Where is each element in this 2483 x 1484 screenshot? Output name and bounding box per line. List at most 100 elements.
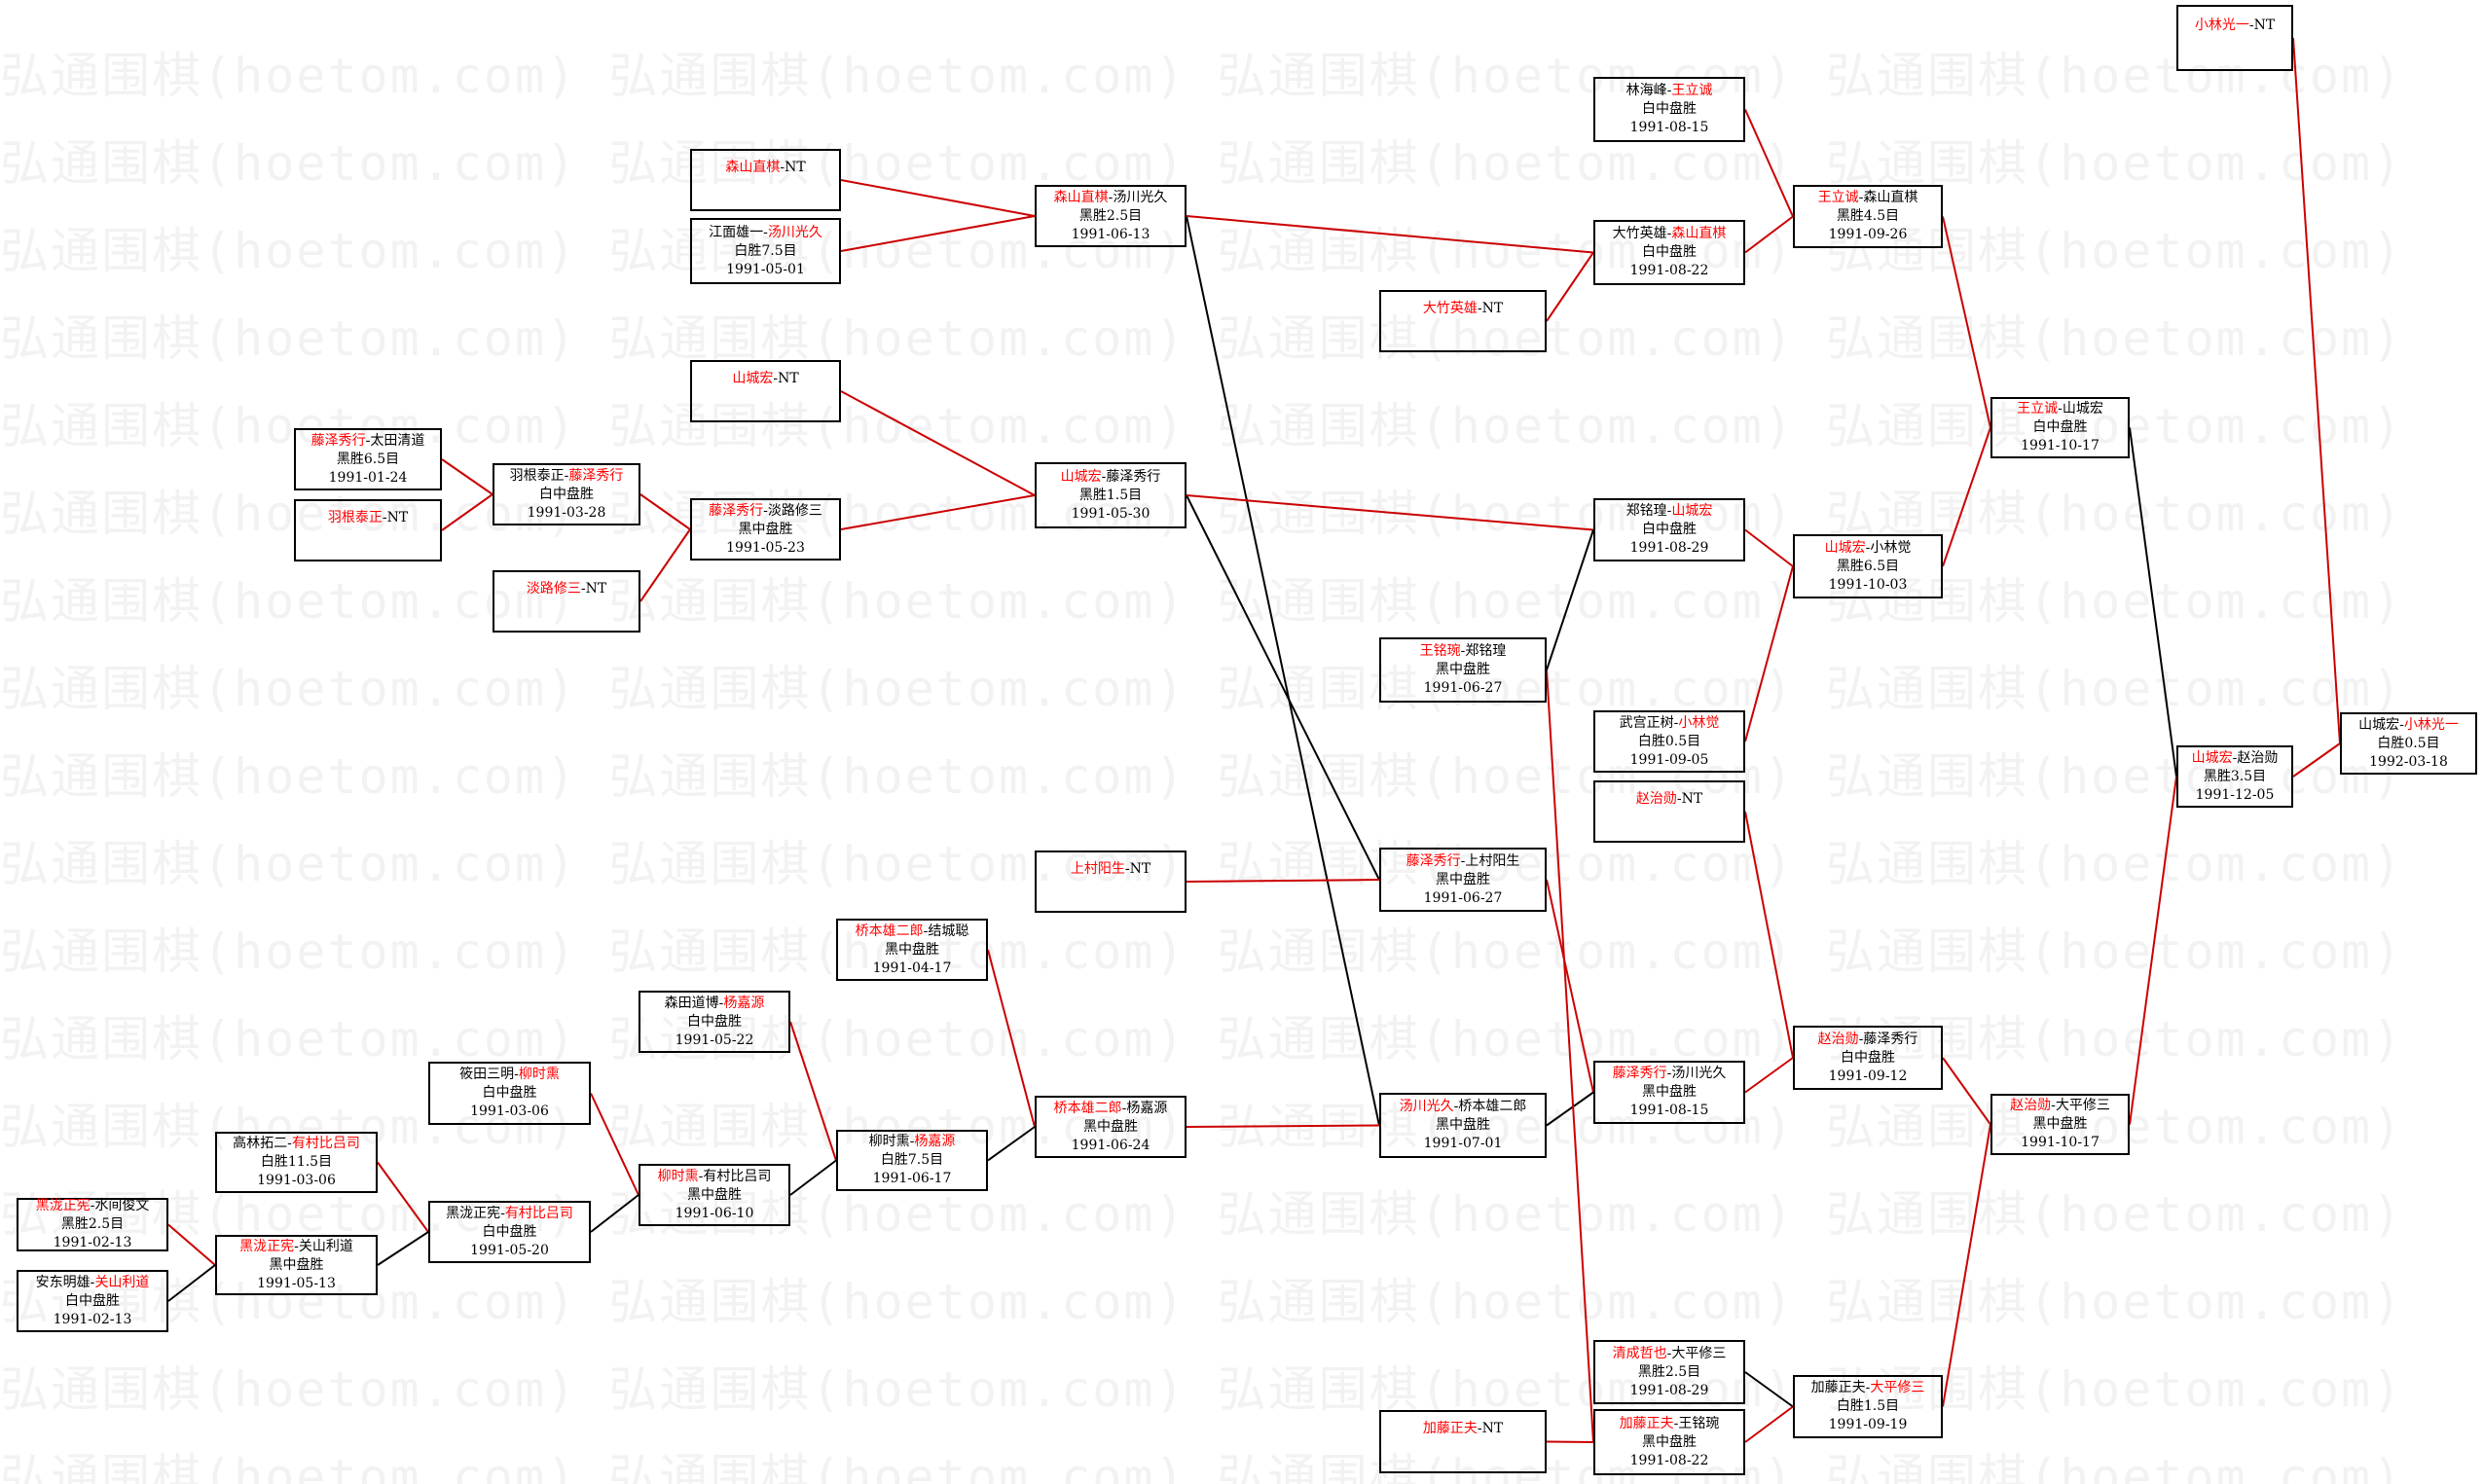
player-winner: 关山利道 <box>94 1274 150 1290</box>
winner-connector-line <box>1942 216 1991 428</box>
player-winner: 上村阳生 <box>1070 860 1125 877</box>
match-date: 1991-08-15 <box>1629 1103 1709 1118</box>
match-result: 白胜11.5目 <box>260 1154 333 1170</box>
player-separator: - <box>1666 1345 1672 1361</box>
match-players: 清成哲也-大平修三 <box>1613 1345 1727 1363</box>
match-players: 桥本雄二郎-结城聪 <box>856 923 969 941</box>
match-date: 1991-01-24 <box>328 469 408 486</box>
winner-connector-line <box>1186 494 1594 531</box>
winner-connector-line <box>1942 1124 1991 1407</box>
match-box: 羽根泰正-NT <box>294 499 442 561</box>
match-players: 羽根泰正-藤泽秀行 <box>510 467 624 486</box>
winner-connector-line <box>1546 670 1594 1443</box>
match-date: 1991-02-13 <box>53 1311 132 1327</box>
match-result: 白中盘胜 <box>1642 244 1697 260</box>
player-separator: - <box>2051 1098 2056 1113</box>
match-date: 1991-09-26 <box>1828 227 1908 242</box>
match-result: 白中盘胜 <box>1642 522 1697 537</box>
match-box: 大竹英雄-NT <box>1379 290 1547 352</box>
match-players: 上村阳生-NT <box>1071 860 1150 879</box>
match-players: 加藤正夫-王铭琬 <box>1620 1415 1720 1433</box>
player-separator: - <box>1666 226 1672 241</box>
match-date: 1991-05-22 <box>675 1032 754 1048</box>
match-date: 1991-10-03 <box>1828 576 1908 593</box>
player-winner: 小林光一 <box>2194 17 2249 33</box>
match-result: 白中盘胜 <box>482 1085 537 1101</box>
player-loser: 王铭琬 <box>1678 1415 1720 1431</box>
player-separator: - <box>2248 17 2254 33</box>
match-players: 郑铭瑝-山城宏 <box>1626 502 1713 521</box>
player-separator: - <box>294 1238 299 1254</box>
player-winner: 王铭琬 <box>1419 643 1461 659</box>
match-box: 加藤正夫-NT <box>1379 1410 1547 1473</box>
player-separator: - <box>1865 539 1871 556</box>
player-separator: - <box>1477 1421 1482 1436</box>
winner-connector-line <box>1186 1124 1380 1128</box>
player-separator: - <box>1666 1066 1672 1081</box>
player-separator: - <box>1460 852 1466 869</box>
winner-connector-line <box>2129 776 2177 1125</box>
match-players: 森田道博-杨嘉源 <box>665 995 765 1013</box>
match-players: 赵治勋-NT <box>1636 790 1702 809</box>
match-date: 1991-04-17 <box>872 959 952 976</box>
player-separator: - <box>909 1134 915 1149</box>
player-loser: 加藤正夫 <box>1810 1380 1866 1395</box>
player-winner: 藤泽秀行 <box>310 432 366 449</box>
match-players: 藤泽秀行-汤川光久 <box>1613 1065 1727 1083</box>
match-date: 1991-06-27 <box>1423 680 1503 696</box>
player-winner: 山城宏 <box>2191 749 2233 766</box>
match-players: 黑泷正宪-水间俊文 <box>36 1197 150 1215</box>
player-separator: - <box>90 1198 95 1213</box>
player-loser: 森山直棋 <box>1863 190 1918 205</box>
player-winner: 小林觉 <box>1678 714 1720 731</box>
match-date: 1991-03-06 <box>257 1173 336 1188</box>
match-box: 赵治勋-NT <box>1593 780 1745 843</box>
match-players: 王铭琬-郑铭瑝 <box>1420 642 1507 661</box>
player-winner: 羽根泰正 <box>327 509 383 525</box>
player-loser: 大平修三 <box>1671 1345 1727 1361</box>
match-players: 林海峰-王立诚 <box>1626 82 1713 100</box>
player-loser: 水间俊文 <box>94 1198 150 1213</box>
player-separator: - <box>1124 860 1130 877</box>
player-loser: NT <box>1681 790 1703 807</box>
match-players: 赵治勋-大平修三 <box>2010 1097 2110 1115</box>
player-loser: 高林拓二 <box>233 1136 288 1151</box>
match-players: 安东明雄-关山利道 <box>36 1274 150 1292</box>
player-separator: - <box>1666 83 1672 98</box>
player-winner: 柳时熏 <box>518 1067 560 1082</box>
player-winner: 赵治勋 <box>1817 1031 1859 1047</box>
match-result: 黑胜6.5目 <box>1836 558 1900 574</box>
player-loser: 桥本雄二郎 <box>1458 1099 1527 1114</box>
player-loser: 藤泽秀行 <box>1863 1031 1918 1047</box>
match-players: 筱田三明-柳时熏 <box>459 1066 560 1084</box>
player-separator: - <box>763 502 768 519</box>
match-result: 白中盘胜 <box>1642 101 1697 117</box>
winner-connector-line <box>1186 879 1380 883</box>
player-separator: - <box>1108 189 1114 205</box>
player-loser: 上村阳生 <box>1465 852 1520 869</box>
player-loser: NT <box>778 370 799 386</box>
winner-connector-line <box>2292 37 2341 744</box>
player-winner: 大竹英雄 <box>1422 300 1478 316</box>
match-result: 黑胜2.5目 <box>60 1216 125 1232</box>
player-loser: 柳时熏 <box>868 1134 910 1149</box>
player-loser: 筱田三明 <box>459 1067 515 1082</box>
player-winner: 王立诚 <box>2017 401 2059 416</box>
match-result: 黑中盘胜 <box>1436 1117 1490 1133</box>
player-separator: - <box>1858 1031 1864 1047</box>
match-result: 白胜7.5目 <box>880 1152 944 1168</box>
match-players: 汤川光久-桥本雄二郎 <box>1400 1098 1527 1116</box>
loser-connector-line <box>2129 427 2177 778</box>
